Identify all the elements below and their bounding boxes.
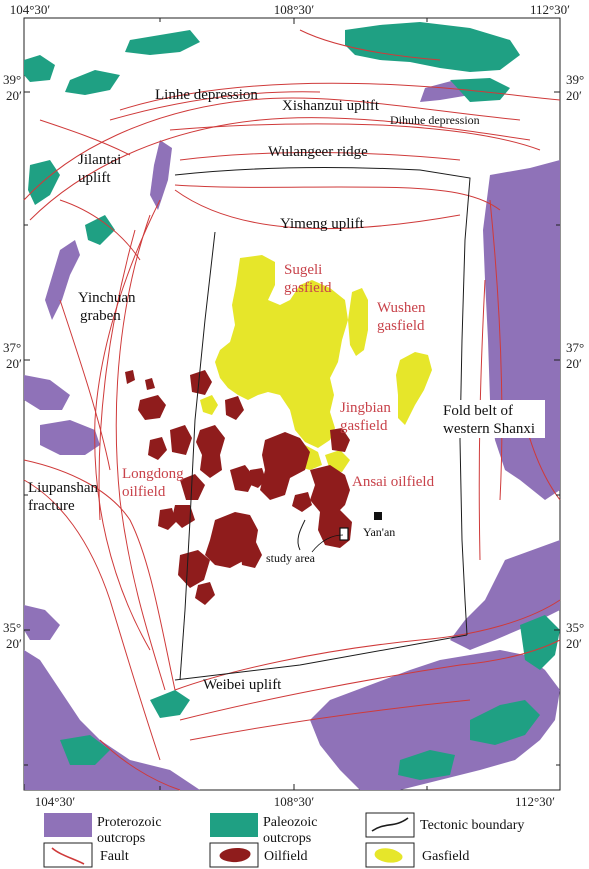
legend-fault-label: Fault xyxy=(100,849,129,864)
legend-gasfield-swatch-box xyxy=(365,842,415,868)
coord-bottom-mid: 108°30′ xyxy=(274,794,315,809)
label-foldbelt-1: Fold belt of xyxy=(443,403,513,419)
study-area-box xyxy=(339,527,349,541)
label-weibei-uplift: Weibei uplift xyxy=(203,677,282,693)
legend-fault-line xyxy=(51,847,85,865)
legend-proterozoic-swatch xyxy=(44,813,92,837)
legend-tectonic-label: Tectonic boundary xyxy=(420,818,524,833)
coord-top-right: 112°30′ xyxy=(530,2,570,17)
coord-right-1-deg: 39° xyxy=(566,72,584,87)
coord-labels: 104°30′ 108°30′ 112°30′ 104°30′ 108°30′ … xyxy=(3,2,584,809)
label-wushen-2: gasfield xyxy=(377,318,425,334)
label-dihuhe-depression: Dihuhe depression xyxy=(390,113,480,127)
label-yinchuan-2: graben xyxy=(80,308,121,324)
legend-oilfield-blob xyxy=(219,848,251,863)
tectonic-boundaries xyxy=(174,167,471,681)
yanan-marker xyxy=(374,512,382,520)
coord-left-1-deg: 39° xyxy=(3,72,21,87)
foldbelt-label-bg xyxy=(439,400,545,438)
coord-ticks xyxy=(23,18,561,790)
study-area-group xyxy=(311,512,382,553)
label-yinchuan-1: Yinchuan xyxy=(78,290,136,306)
coord-left-2-deg: 37° xyxy=(3,340,21,355)
label-foldbelt-2: western Shanxi xyxy=(443,421,535,437)
coord-left-3-min: 20′ xyxy=(6,636,22,651)
coord-right-3-min: 20′ xyxy=(566,636,582,651)
coord-top-mid: 108°30′ xyxy=(274,2,315,17)
label-jilantai-2: uplift xyxy=(78,170,111,186)
label-wushen-1: Wushen xyxy=(377,300,426,316)
legend-gasfield-blob xyxy=(374,848,403,863)
label-jingbian-1: Jingbian xyxy=(340,400,391,416)
coord-bottom-left: 104°30′ xyxy=(35,794,76,809)
label-longdong-1: Longdong xyxy=(122,466,184,482)
gasfields xyxy=(200,255,432,472)
oilfields xyxy=(125,370,352,605)
coord-bottom-right: 112°30′ xyxy=(515,794,555,809)
paleozoic-outcrops xyxy=(24,22,560,780)
label-sugeli-1: Sugeli xyxy=(284,262,322,278)
label-ansai-oilfield: Ansai oilfield xyxy=(352,474,435,490)
coord-left-3-deg: 35° xyxy=(3,620,21,635)
legend-paleozoic-1: Paleozoic xyxy=(263,815,317,830)
coord-right-3-deg: 35° xyxy=(566,620,584,635)
label-study-area: study area xyxy=(266,551,316,565)
coord-top-left: 104°30′ xyxy=(10,2,51,17)
coord-right-2-deg: 37° xyxy=(566,340,584,355)
coord-left-2-min: 20′ xyxy=(6,356,22,371)
legend-paleozoic-2: outcrops xyxy=(263,831,311,846)
faults xyxy=(23,29,561,791)
label-liupanshan-2: fracture xyxy=(28,498,75,514)
study-area-leader xyxy=(311,534,344,553)
legend: Proterozoic outcrops Paleozoic outcrops … xyxy=(43,812,524,868)
coord-right-1-min: 20′ xyxy=(566,88,582,103)
label-longdong-2: oilfield xyxy=(122,484,166,500)
label-linhe-depression: Linhe depression xyxy=(155,87,258,103)
label-sugeli-2: gasfield xyxy=(284,280,332,296)
legend-proterozoic-2: outcrops xyxy=(97,831,145,846)
legend-tectonic-line xyxy=(371,817,409,832)
legend-oilfield-label: Oilfield xyxy=(264,849,308,864)
label-jilantai-1: Jilantai xyxy=(78,152,121,168)
legend-proterozoic-1: Proterozoic xyxy=(97,815,162,830)
label-yimeng-uplift: Yimeng uplift xyxy=(280,216,365,232)
label-wulangeer-ridge: Wulangeer ridge xyxy=(268,144,368,160)
region-labels: Linhe depression Xishanzui uplift Dihuhe… xyxy=(28,87,545,693)
coord-right-2-min: 20′ xyxy=(566,356,582,371)
legend-paleozoic-swatch xyxy=(210,813,258,837)
label-liupanshan-1: Liupanshan xyxy=(28,480,98,496)
coord-left-1-min: 20′ xyxy=(6,88,22,103)
label-jingbian-2: gasfield xyxy=(340,418,388,434)
legend-fault-swatch-box xyxy=(43,842,93,868)
label-xishanzui-uplift: Xishanzui uplift xyxy=(282,98,380,114)
legend-gasfield-label: Gasfield xyxy=(422,849,469,864)
label-yanan: Yan'an xyxy=(363,525,395,539)
